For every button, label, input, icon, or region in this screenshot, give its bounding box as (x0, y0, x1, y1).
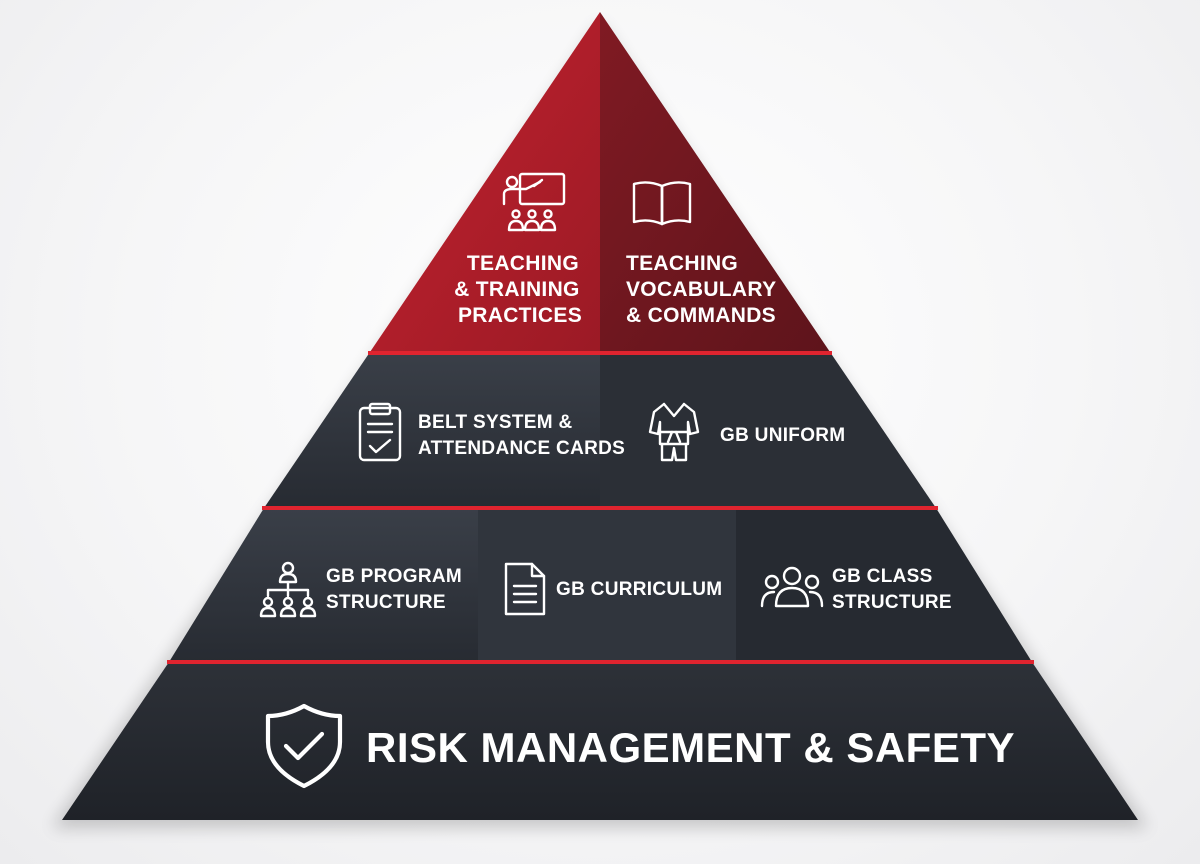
tier3-center-label: GB CURRICULUM (556, 579, 722, 600)
tier2-left-label: BELT SYSTEM & ATTENDANCE CARDS (418, 412, 625, 459)
clipboard-check-icon (358, 402, 402, 462)
tier1-right-panel (600, 12, 830, 352)
teacher-presentation-icon (502, 172, 566, 232)
group-people-icon (760, 566, 824, 608)
shield-check-icon (265, 703, 343, 789)
tier1-left-label: TEACHING & TRAINING PRACTICES (454, 252, 586, 327)
tier1-right-label: TEACHING VOCABULARY & COMMANDS (626, 252, 782, 327)
tier2-left-panel (264, 352, 600, 508)
tier3-right-panel (736, 508, 1032, 662)
open-book-icon (632, 181, 692, 226)
tier2-right-panel (600, 352, 936, 508)
tier3-left-panel (169, 508, 478, 662)
tier3-left-label: GB PROGRAM STRUCTURE (326, 566, 468, 613)
gi-uniform-icon (648, 402, 700, 462)
org-chart-icon (259, 561, 317, 618)
base-panel (62, 662, 1138, 820)
tier2-right-label: GB UNIFORM (720, 425, 845, 446)
base-label: RISK MANAGEMENT & SAFETY (366, 724, 1015, 771)
document-icon (504, 562, 546, 616)
tier1-left-panel (370, 12, 600, 352)
tier3-right-label: GB CLASS STRUCTURE (832, 566, 952, 613)
